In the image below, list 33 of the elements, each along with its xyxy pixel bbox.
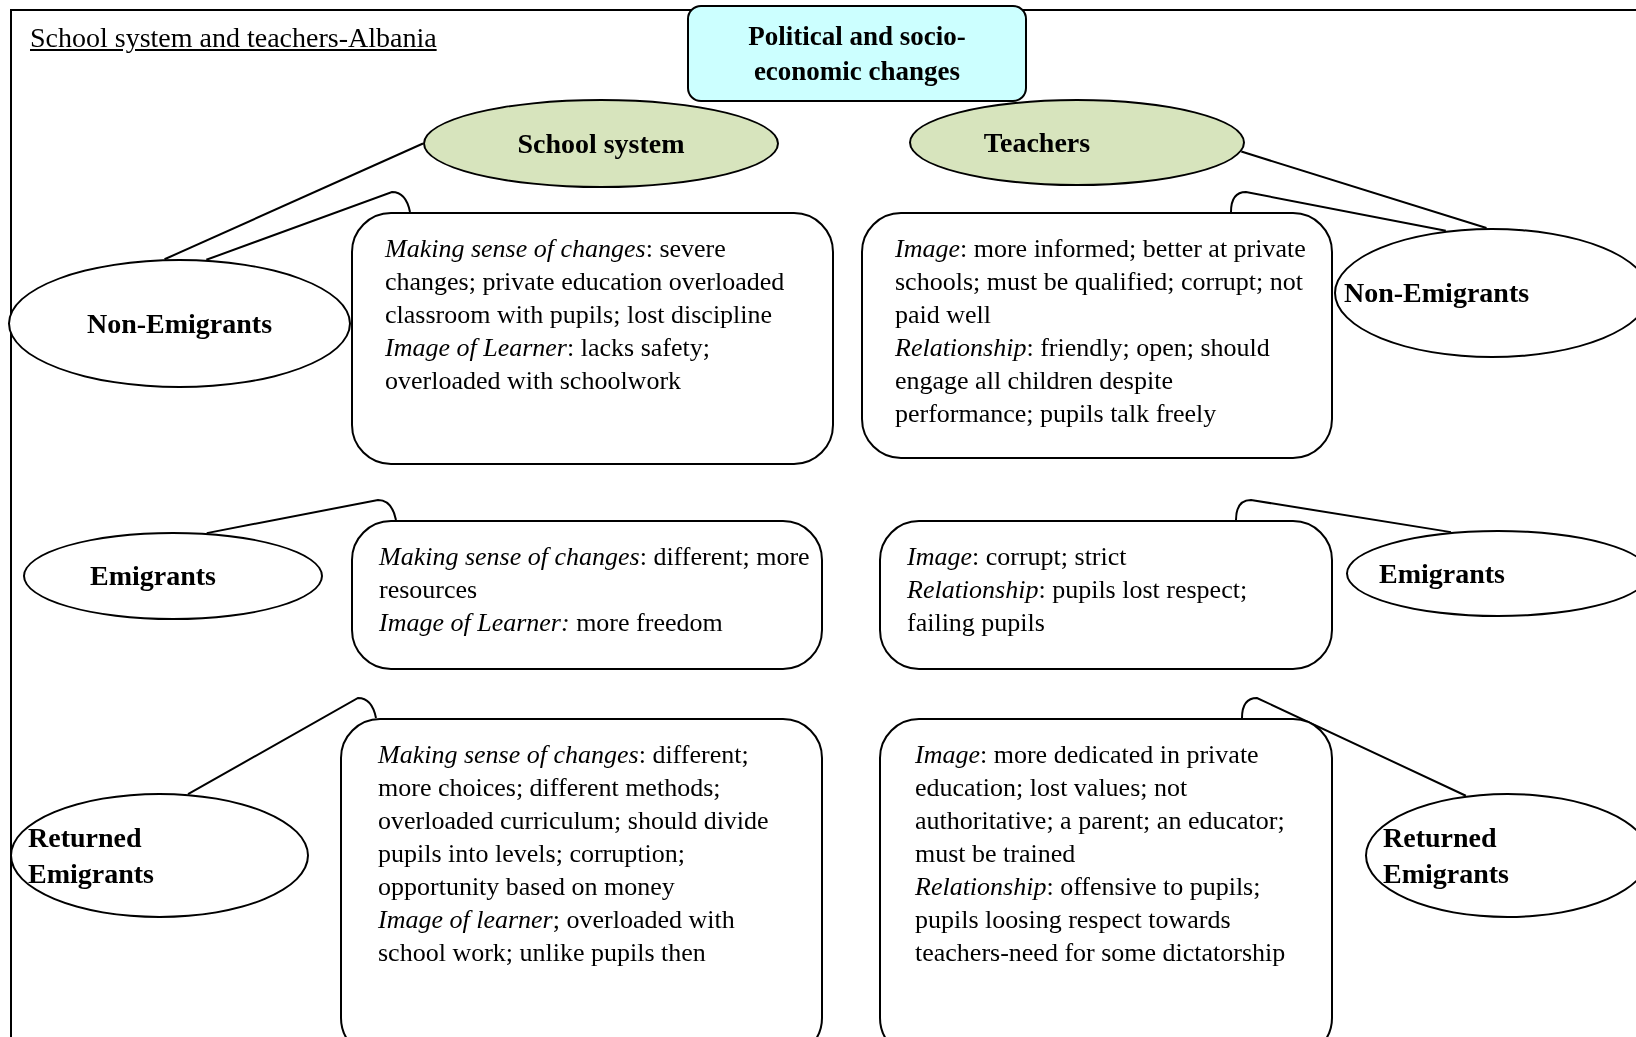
callout-text: Relationship: pupils lost respect; failing pupils: [907, 574, 1249, 639]
group-label: Emigrants: [1379, 556, 1505, 591]
heading-box: [687, 5, 1027, 102]
callout-text: Relationship: offensive to pupils; pupils loosing respect towards teachers-need for some dictatorship: [915, 871, 1287, 969]
callout-text: Making sense of changes: different; more choices; different methods; overloaded curriculum; should divide pupils into levels; corruption; opportunity based on money: [378, 739, 770, 903]
connector-line: [163, 142, 424, 261]
group-label: Emigrants: [90, 559, 216, 593]
callout-box: [879, 718, 1333, 1037]
connector-line: [1240, 150, 1488, 230]
callout-tail: [187, 697, 377, 796]
heading-text: Political and socio-economic changes: [747, 19, 967, 88]
group-label: Returned Emigrants: [28, 820, 155, 891]
callout-tail: [205, 191, 411, 261]
callout-text: Image of Learner: lacks safety; overloaded with schoolwork: [385, 332, 711, 397]
category-label: School system: [517, 126, 685, 161]
category-label: Teachers: [983, 125, 1091, 160]
callout-box: [861, 212, 1333, 459]
group-label: Non-Emigrants: [1344, 276, 1530, 310]
callout-text: Image of learner; overloaded with school work; unlike pupils then: [378, 904, 736, 969]
callout-text: Image of Learner: more freedom: [379, 607, 724, 639]
callout-text: Relationship: friendly; open; should engage all children despite performance; pupils talk freely: [895, 332, 1271, 430]
callout-box: [340, 718, 823, 1037]
group-label: Returned Emigrants: [1383, 820, 1510, 891]
diagram-title: School system and teachers-Albania: [30, 21, 437, 55]
callout-text: Image: more informed; better at private schools; must be qualified; corrupt; not paid well: [895, 233, 1307, 331]
group-label: Non-Emigrants: [86, 306, 273, 341]
callout-text: Image: more dedicated in private education; lost values; not authoritative; a parent; an educator; must be trained: [915, 739, 1286, 870]
callout-box: [351, 212, 834, 465]
callout-box: [351, 520, 823, 670]
callout-text: Making sense of changes: severe changes; private education overloaded classroom with pupils; lost discipline: [385, 233, 786, 331]
callout-tail: [205, 499, 397, 535]
callout-text: Image: corrupt; strict: [907, 541, 1128, 573]
callout-box: [879, 520, 1333, 670]
